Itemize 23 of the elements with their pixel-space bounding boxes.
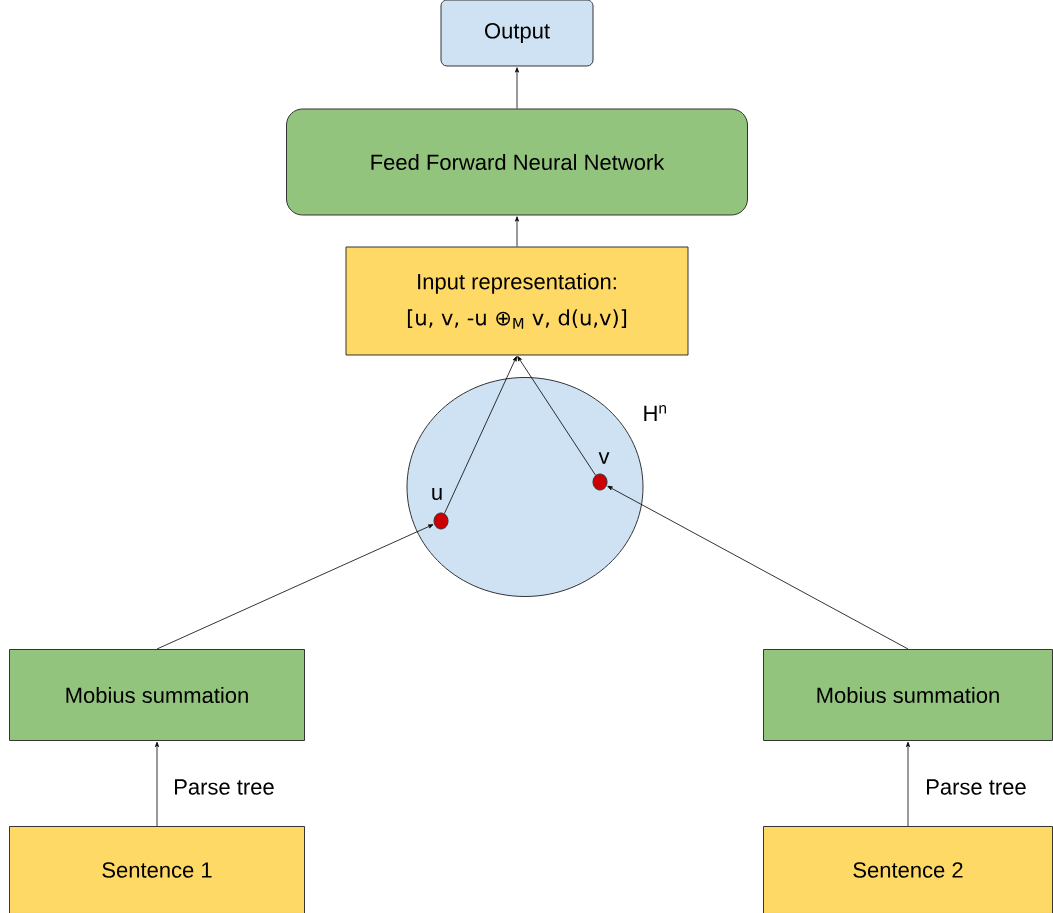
arrow: [155, 741, 159, 827]
sentence-box: Sentence 1: [9, 826, 305, 913]
arrow: [444, 356, 517, 514]
arrow: [607, 485, 909, 650]
arrow: [515, 67, 519, 109]
hyperbolic-space-ellipse: [406, 377, 644, 597]
arrow: [515, 216, 519, 247]
network-box: Feed Forward Neural Network: [286, 108, 748, 216]
point-dot: [433, 512, 449, 530]
arrow: [517, 356, 596, 476]
point-label: u: [432, 488, 442, 500]
point-label: v: [598, 452, 610, 464]
edge-label: Parse tree: [172, 778, 276, 796]
space-label: H$^{n}$: [644, 405, 666, 421]
summation-box: Mobius summation: [763, 649, 1053, 741]
arrow: [906, 741, 910, 827]
arrow: [156, 524, 434, 650]
representation-box: Input representation: [u, v, -u ⊕$_{M}$ v, d(u,v)]: [345, 246, 689, 356]
point-dot: [592, 473, 608, 491]
output-box: Output: [440, 0, 594, 67]
summation-box: Mobius summation: [9, 649, 305, 741]
edge-label: Parse tree: [924, 778, 1028, 796]
sentence-box: Sentence 2: [763, 826, 1053, 913]
